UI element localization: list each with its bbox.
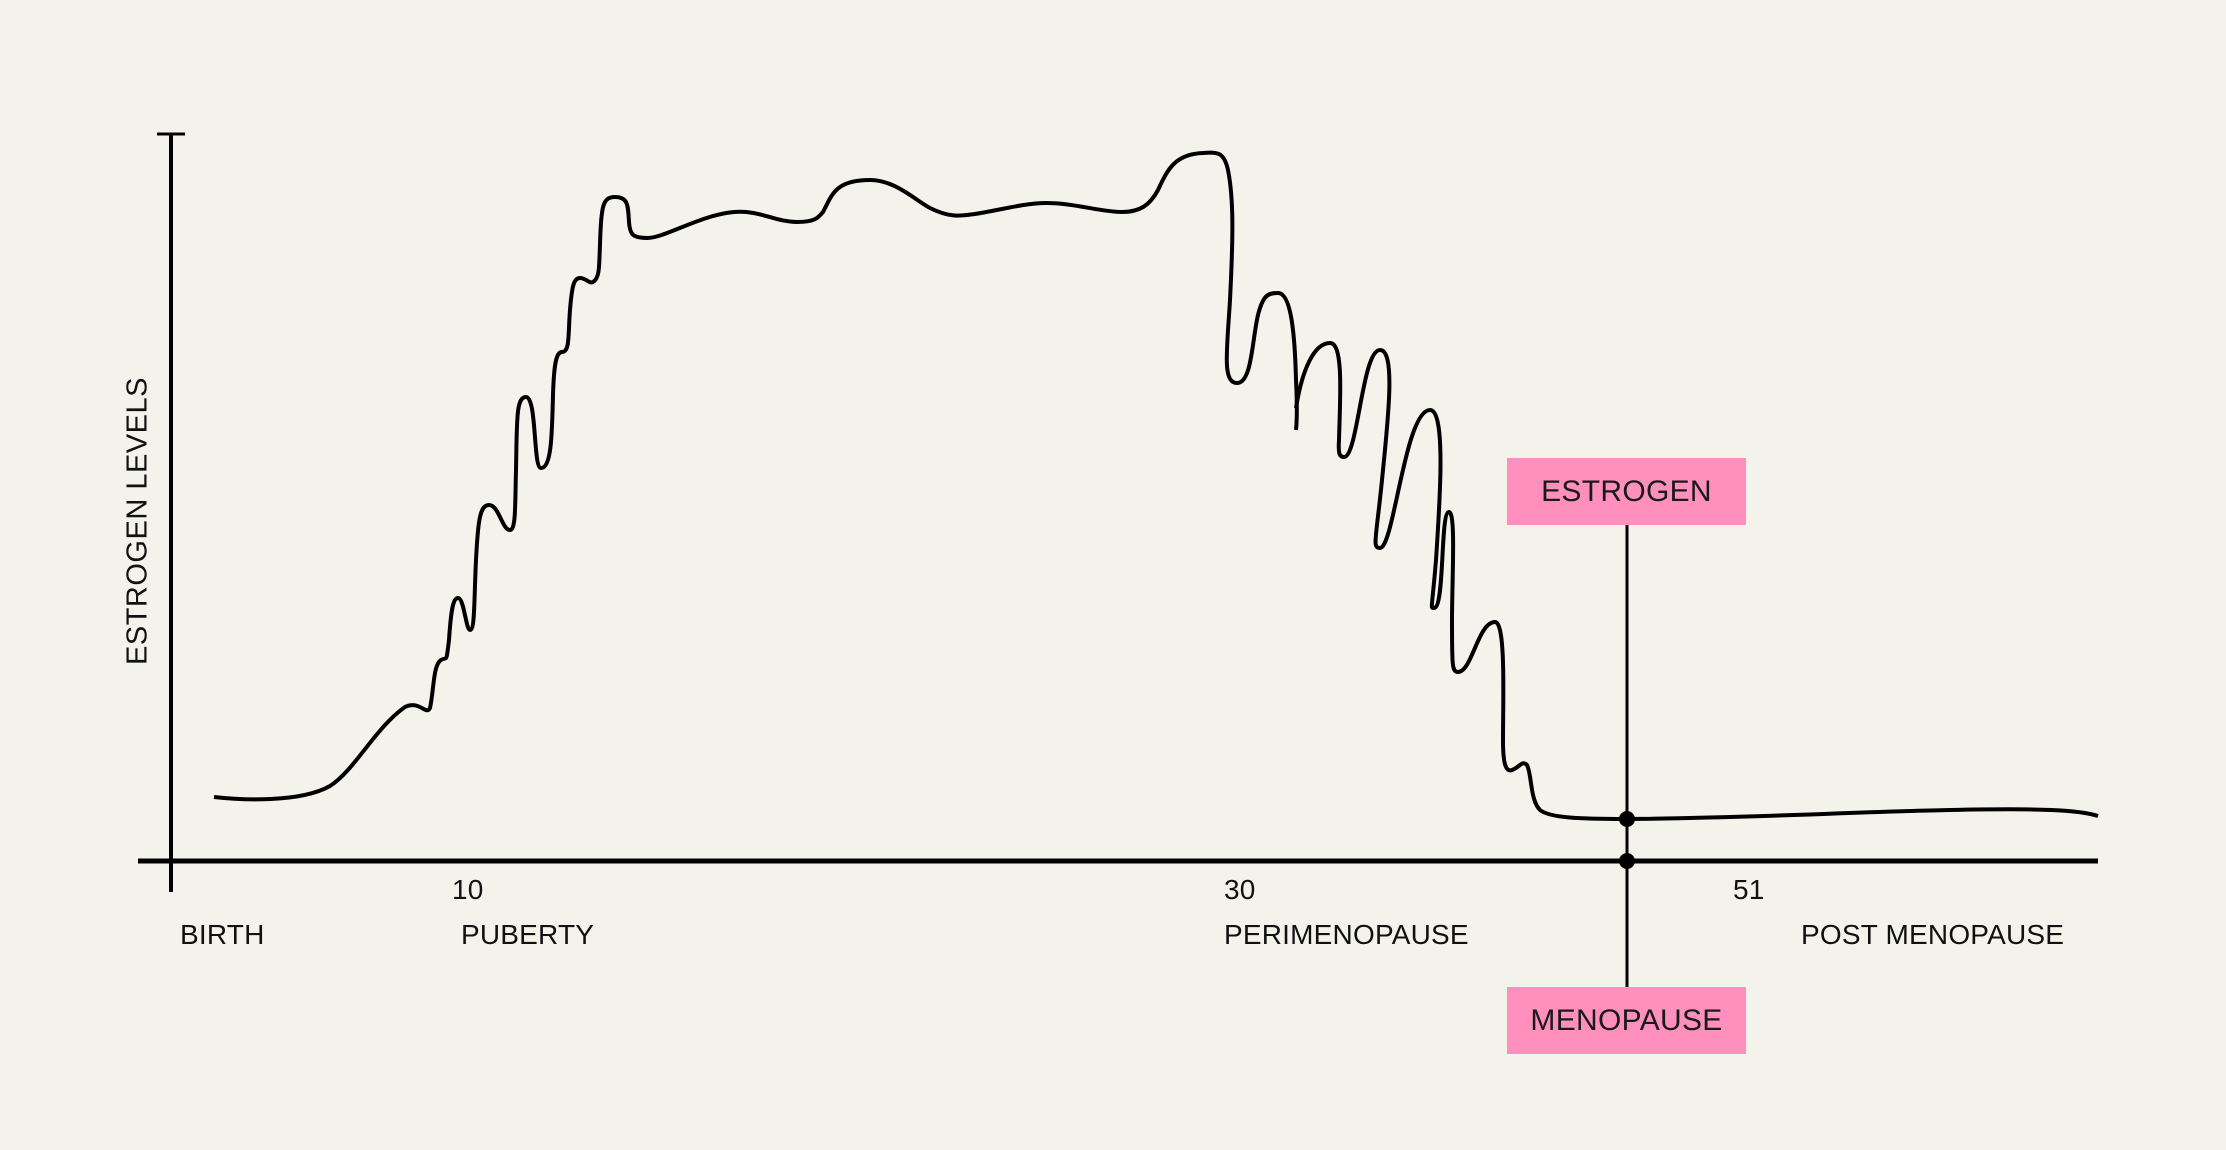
x-tick-10: 10	[452, 874, 484, 905]
axis-menopause-dot	[1619, 853, 1635, 869]
estrogen-curve-perimenopause	[1294, 341, 2099, 821]
estrogen-callout: ESTROGEN	[1507, 458, 1746, 525]
y-axis-label: ESTROGEN LEVELS	[121, 377, 154, 665]
menopause-callout: MENOPAUSE	[1507, 987, 1746, 1054]
x-label-perimenopause: PERIMENOPAUSE	[1224, 919, 1469, 950]
x-label-birth: BIRTH	[180, 919, 265, 950]
curve-menopause-dot	[1619, 811, 1635, 827]
x-tick-51: 51	[1733, 874, 1765, 905]
x-label-post-menopause: POST MENOPAUSE	[1801, 919, 2065, 950]
x-tick-30: 30	[1224, 874, 1256, 905]
estrogen-curve	[213, 150, 1299, 802]
x-label-puberty: PUBERTY	[461, 919, 595, 950]
